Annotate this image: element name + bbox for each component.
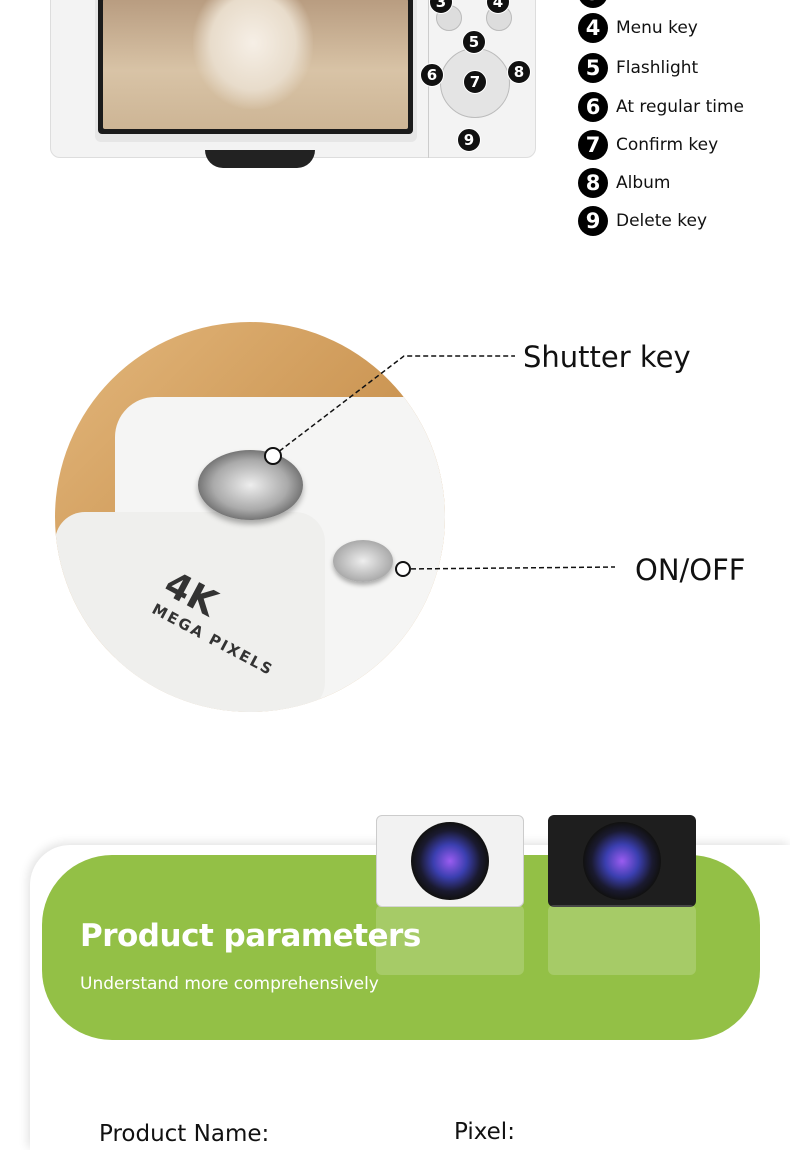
legend-label: Menu key [616,18,698,38]
marker-8: 8 [507,60,531,84]
legend-item: 8 Album [578,168,670,198]
product-name-label: Product Name: [99,1121,270,1147]
shutter-button-image [198,450,303,520]
callout-lines [264,355,616,577]
legend-label: Delete key [616,211,708,231]
on-off-label: ON/OFF [635,553,746,587]
marker-5: 5 [462,30,486,54]
number-badge: 5 [578,53,608,83]
number-badge: 3 [578,0,608,8]
number-badge: 6 [578,92,608,122]
legend-item: 3 [578,0,616,8]
number-badge: 8 [578,168,608,198]
lens-image [583,822,661,900]
black-camera-image [548,815,696,907]
white-camera-image [376,815,524,907]
black-camera-reflection [548,905,696,975]
marker-7: 7 [463,70,487,94]
legend-label: Album [616,173,671,193]
legend-label: At regular time [616,97,744,117]
number-badge: 7 [578,130,608,160]
camera-screen [98,0,413,134]
cat-photo [103,0,408,129]
section-subtitle: Understand more comprehensively [80,974,379,994]
camera-grip [55,512,325,712]
power-button-image [333,540,393,582]
legend-item: 5 Flashlight [578,53,698,83]
legend-label: Confirm key [616,135,719,155]
section-title: Product parameters [80,918,421,954]
legend-item: 7 Confirm key [578,130,718,160]
white-camera-reflection [376,905,524,975]
marker-9: 9 [457,128,481,152]
number-badge: 4 [578,13,608,43]
marker-6: 6 [420,63,444,87]
legend-item: 9 Delete key [578,206,707,236]
lens-image [411,822,489,900]
shutter-key-label: Shutter key [523,340,691,374]
pixel-label: Pixel: [454,1119,515,1145]
lens-edge [205,150,315,168]
number-badge: 9 [578,206,608,236]
legend-item: 6 At regular time [578,92,744,122]
legend-label: Flashlight [616,58,699,78]
legend-item: 4 Menu key [578,13,698,43]
cat-image [193,0,313,109]
